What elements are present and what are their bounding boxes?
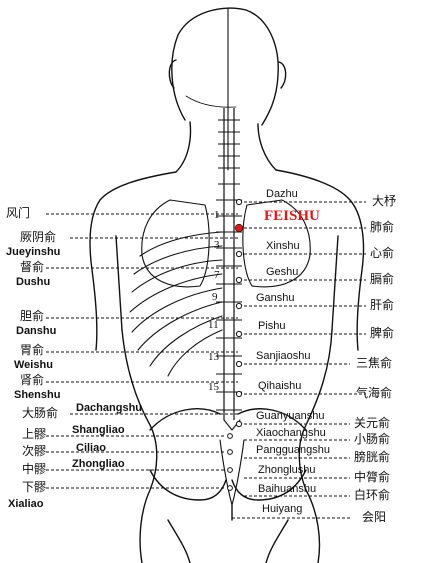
- point-dazhu: [235, 198, 243, 206]
- vertebra-number: 9: [212, 291, 218, 303]
- label-shangliao-cn: 上髎: [22, 427, 47, 441]
- point-qihaishu: [235, 390, 243, 398]
- acupoint-markers: [227, 198, 243, 491]
- label-qihaishu: Qihaishu: [258, 380, 302, 392]
- label-zhongliao: Zhongliao: [72, 458, 125, 470]
- label-sanjiaoshu: Sanjiaoshu: [256, 350, 311, 362]
- label-xiaochangshu-cn: 小肠俞: [354, 432, 391, 446]
- label-zhonglushu-cn: 中膂俞: [354, 470, 391, 484]
- label-pangguangshu: Pangguangshu: [256, 444, 331, 456]
- label-zhongliao-cn: 中髎: [22, 462, 47, 476]
- label-ganshu: Ganshu: [256, 292, 295, 304]
- label-danshu: Danshu: [16, 325, 57, 337]
- left-ear: [168, 59, 177, 89]
- label-ciliao-cn: 次髎: [22, 444, 47, 458]
- sacrum: [219, 419, 245, 506]
- point-ciliao: [227, 449, 233, 455]
- leader-lines: [46, 201, 366, 519]
- label-xinshu: Xinshu: [266, 240, 300, 252]
- label-xialiao: Xialiao: [8, 498, 44, 510]
- left-iliac: [149, 408, 221, 431]
- right-scapula: [242, 199, 311, 288]
- left-flank: [121, 329, 158, 563]
- label-xialiao-cn: 下髎: [22, 480, 47, 494]
- label-jueyinshu: Jueyinshu: [6, 246, 61, 258]
- left-scapula: [141, 199, 210, 288]
- point-sanjiaoshu: [235, 360, 243, 368]
- hair-line: [185, 95, 237, 108]
- vertebra-number: 3: [214, 239, 220, 251]
- label-geshu-cn: 膈俞: [370, 272, 395, 286]
- label-shangliao: Shangliao: [72, 424, 125, 436]
- right-femur: [265, 519, 289, 563]
- label-huiyang-cn: 会阳: [362, 510, 387, 524]
- label-xiaochangshu: Xiaochangshu: [256, 427, 326, 439]
- point-xialiao: [227, 485, 233, 491]
- right-ear: [278, 61, 287, 89]
- label-baihuanshu: Baihuanshu: [258, 483, 317, 495]
- label-shenshu: Shenshu: [14, 389, 61, 401]
- label-dachangshu: Dachangshu: [76, 402, 143, 414]
- point-ganshu: [235, 302, 243, 310]
- label-ganshu-cn: 肝俞: [370, 298, 395, 312]
- left-hip: [149, 469, 227, 501]
- label-shenshu-cn: 肾俞: [20, 373, 45, 387]
- left-shoulder: [89, 171, 177, 351]
- label-dazhu-cn: 大杼: [372, 194, 397, 208]
- label-feishu-cn: 肺俞: [370, 220, 395, 234]
- label-guanyuanshu-cn: 关元俞: [354, 416, 391, 430]
- right-flank: [298, 329, 333, 563]
- label-weishu-cn: 胃俞: [20, 343, 45, 357]
- label-dushu: Dushu: [16, 276, 51, 288]
- point-shangliao: [227, 433, 233, 439]
- right-arm-inner: [331, 235, 339, 331]
- neck-left: [175, 121, 192, 173]
- label-guanyuanshu: Guanyuanshu: [256, 410, 325, 422]
- label-sanjiaoshu-cn: 三焦俞: [356, 356, 393, 370]
- left-arm-inner: [115, 235, 123, 331]
- right-hip: [231, 469, 307, 501]
- label-ciliao: Ciliao: [76, 442, 106, 454]
- label-qihaishu-cn: 气海俞: [356, 386, 393, 400]
- vertebra-number: 13: [208, 351, 219, 363]
- label-danshu-cn: 胆俞: [20, 309, 45, 323]
- label-dushu-cn: 督俞: [20, 260, 45, 274]
- label-dachangshu-cn: 大肠俞: [22, 406, 59, 420]
- spine-column: [216, 108, 242, 420]
- vertebra-number: 15: [208, 381, 219, 393]
- label-pishu: Pishu: [258, 320, 286, 332]
- label-jueyinshu-cn: 厥阴俞: [20, 230, 57, 244]
- label-fengmen-cn: 风门: [6, 206, 31, 220]
- point-zhongliao: [227, 467, 233, 473]
- neck-right: [257, 123, 277, 171]
- point-feishu: [234, 223, 244, 233]
- label-xinshu-cn: 心俞: [370, 246, 395, 260]
- label-pangguangshu-cn: 膀胱俞: [354, 450, 391, 464]
- right-shoulder: [275, 169, 365, 351]
- point-guanyuanshu: [235, 420, 243, 428]
- label-baihuanshu-cn: 白环俞: [354, 488, 391, 502]
- label-geshu: Geshu: [266, 266, 299, 278]
- label-zhonglushu: Zhonglushu: [258, 464, 316, 476]
- point-geshu: [235, 276, 243, 284]
- vertebra-number: 11: [208, 319, 219, 331]
- feishu-highlight-label: FEISHU: [264, 208, 320, 224]
- label-weishu: Weishu: [14, 359, 53, 371]
- left-femur: [167, 519, 191, 563]
- vertebra-number: 7: [214, 269, 220, 281]
- label-pishu-cn: 脾俞: [370, 326, 395, 340]
- label-dazhu: Dazhu: [266, 188, 298, 200]
- left-ribs: [129, 231, 223, 377]
- point-xinshu: [235, 250, 243, 258]
- label-huiyang: Huiyang: [262, 503, 303, 515]
- point-pishu: [235, 330, 243, 338]
- vertebra-number: 1: [214, 209, 220, 221]
